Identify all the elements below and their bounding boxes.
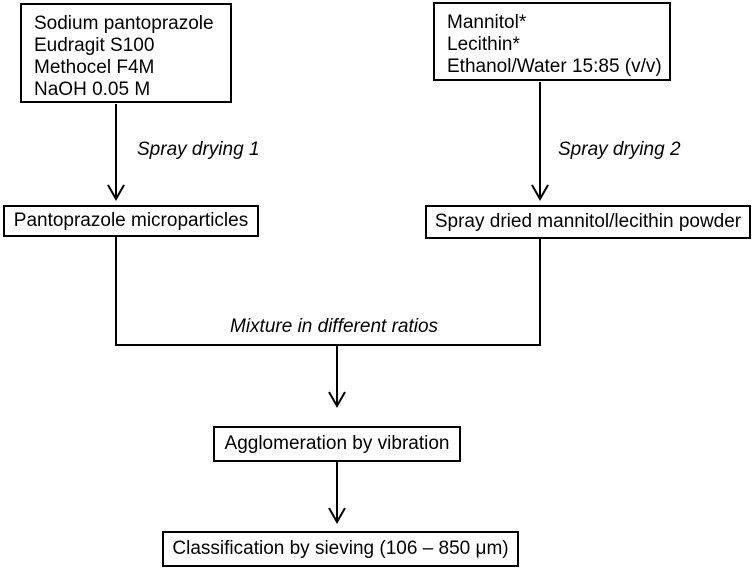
node-agglomeration-by-vibration: Agglomeration by vibration xyxy=(213,426,461,462)
node-line: Sodium pantoprazole xyxy=(34,13,214,34)
node-line: NaOH 0.05 M xyxy=(34,79,151,100)
node-source-left: Sodium pantoprazole Eudragit S100 Methoc… xyxy=(20,3,232,103)
connector-mixture-merge xyxy=(115,237,541,409)
arrowhead-down-icon xyxy=(531,184,549,202)
node-line: Ethanol/Water 15:85 (v/v) xyxy=(447,56,662,77)
arrowhead-down-icon xyxy=(107,184,125,202)
connector-spray-drying-2 xyxy=(531,82,549,202)
edge-label-spray-drying-1: Spray drying 1 xyxy=(137,139,260,160)
node-mannitol-lecithin-powder: Spray dried mannitol/lecithin powder xyxy=(425,205,751,239)
connector-to-classification xyxy=(328,462,346,525)
node-source-right: Mannitol* Lecithin* Ethanol/Water 15:85 … xyxy=(433,2,671,81)
node-line: Lecithin* xyxy=(447,34,520,55)
node-line: Methocel F4M xyxy=(34,57,155,78)
edge-label-spray-drying-2: Spray drying 2 xyxy=(558,139,681,160)
node-line: Eudragit S100 xyxy=(34,35,155,56)
arrowhead-down-icon xyxy=(328,507,346,525)
arrowhead-down-icon xyxy=(328,391,346,409)
edge-label-mixture: Mixture in different ratios xyxy=(230,316,439,337)
node-classification-by-sieving: Classification by sieving (106 – 850 μm) xyxy=(162,531,519,567)
node-pantoprazole-microparticles: Pantoprazole microparticles xyxy=(3,205,259,237)
node-line: Mannitol* xyxy=(447,12,527,33)
connector-spray-drying-1 xyxy=(107,104,125,202)
